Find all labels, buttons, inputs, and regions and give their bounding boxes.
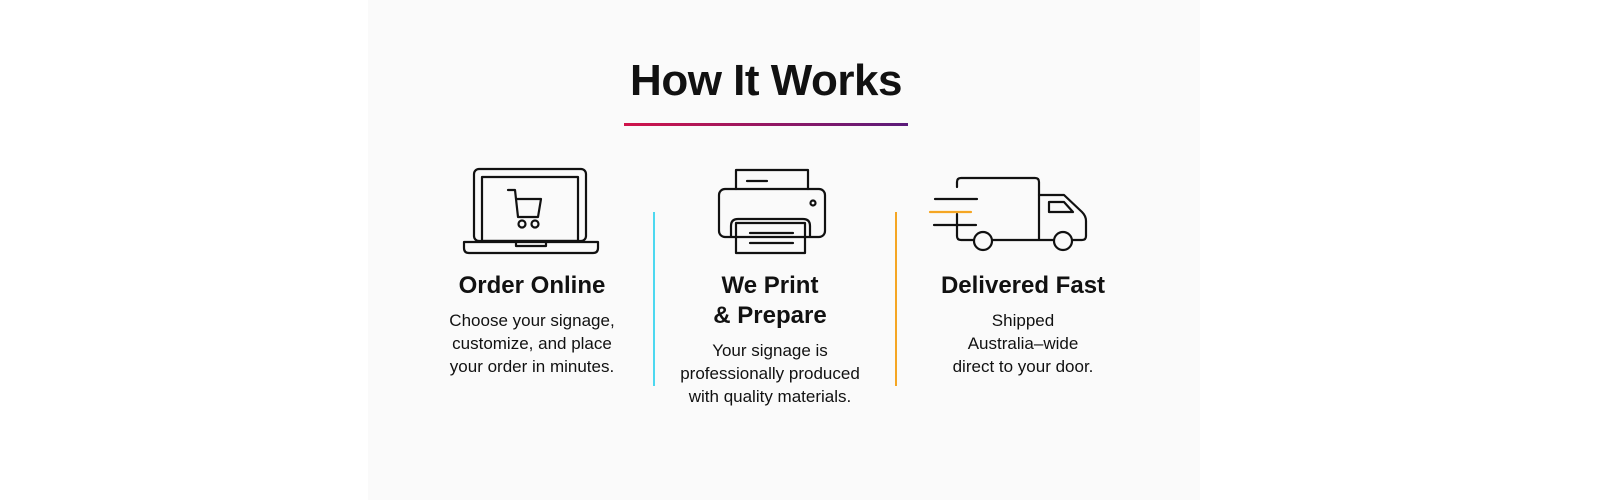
desc-line: Your signage is [712,341,828,360]
printer-icon [717,168,827,255]
step-description: Your signage is professionally produced … [650,339,890,408]
step-print-prepare: We Print & Prepare Your signage is profe… [650,271,890,408]
desc-line: Choose your signage, [449,311,615,330]
desc-line: with quality materials. [688,387,852,406]
desc-line: Shipped [991,311,1055,330]
divider-cyan [653,212,655,386]
desc-line: direct to your door. [952,357,1094,376]
title-underline [624,123,908,126]
desc-line: professionally produced [680,364,860,383]
step-heading: We Print & Prepare [650,271,890,331]
desc-line: your order in minutes. [449,357,615,376]
step-delivered-fast: Delivered Fast Shipped Australia–wide di… [903,271,1143,378]
heading-line: We Print [721,272,819,299]
desc-line: customize, and place [452,334,612,353]
step-heading: Delivered Fast [940,272,1106,299]
heading-line: & Prepare [713,302,827,329]
page-title: How It Works [630,56,902,105]
delivery-truck-icon [928,176,1088,252]
laptop-cart-icon [462,167,600,255]
step-description: Shipped Australia–wide direct to your do… [903,309,1143,378]
step-description: Choose your signage, customize, and plac… [412,309,652,378]
step-order-online: Order Online Choose your signage, custom… [412,271,652,378]
desc-line: Australia–wide [967,334,1079,353]
divider-orange [895,212,897,386]
step-heading: Order Online [458,272,606,299]
